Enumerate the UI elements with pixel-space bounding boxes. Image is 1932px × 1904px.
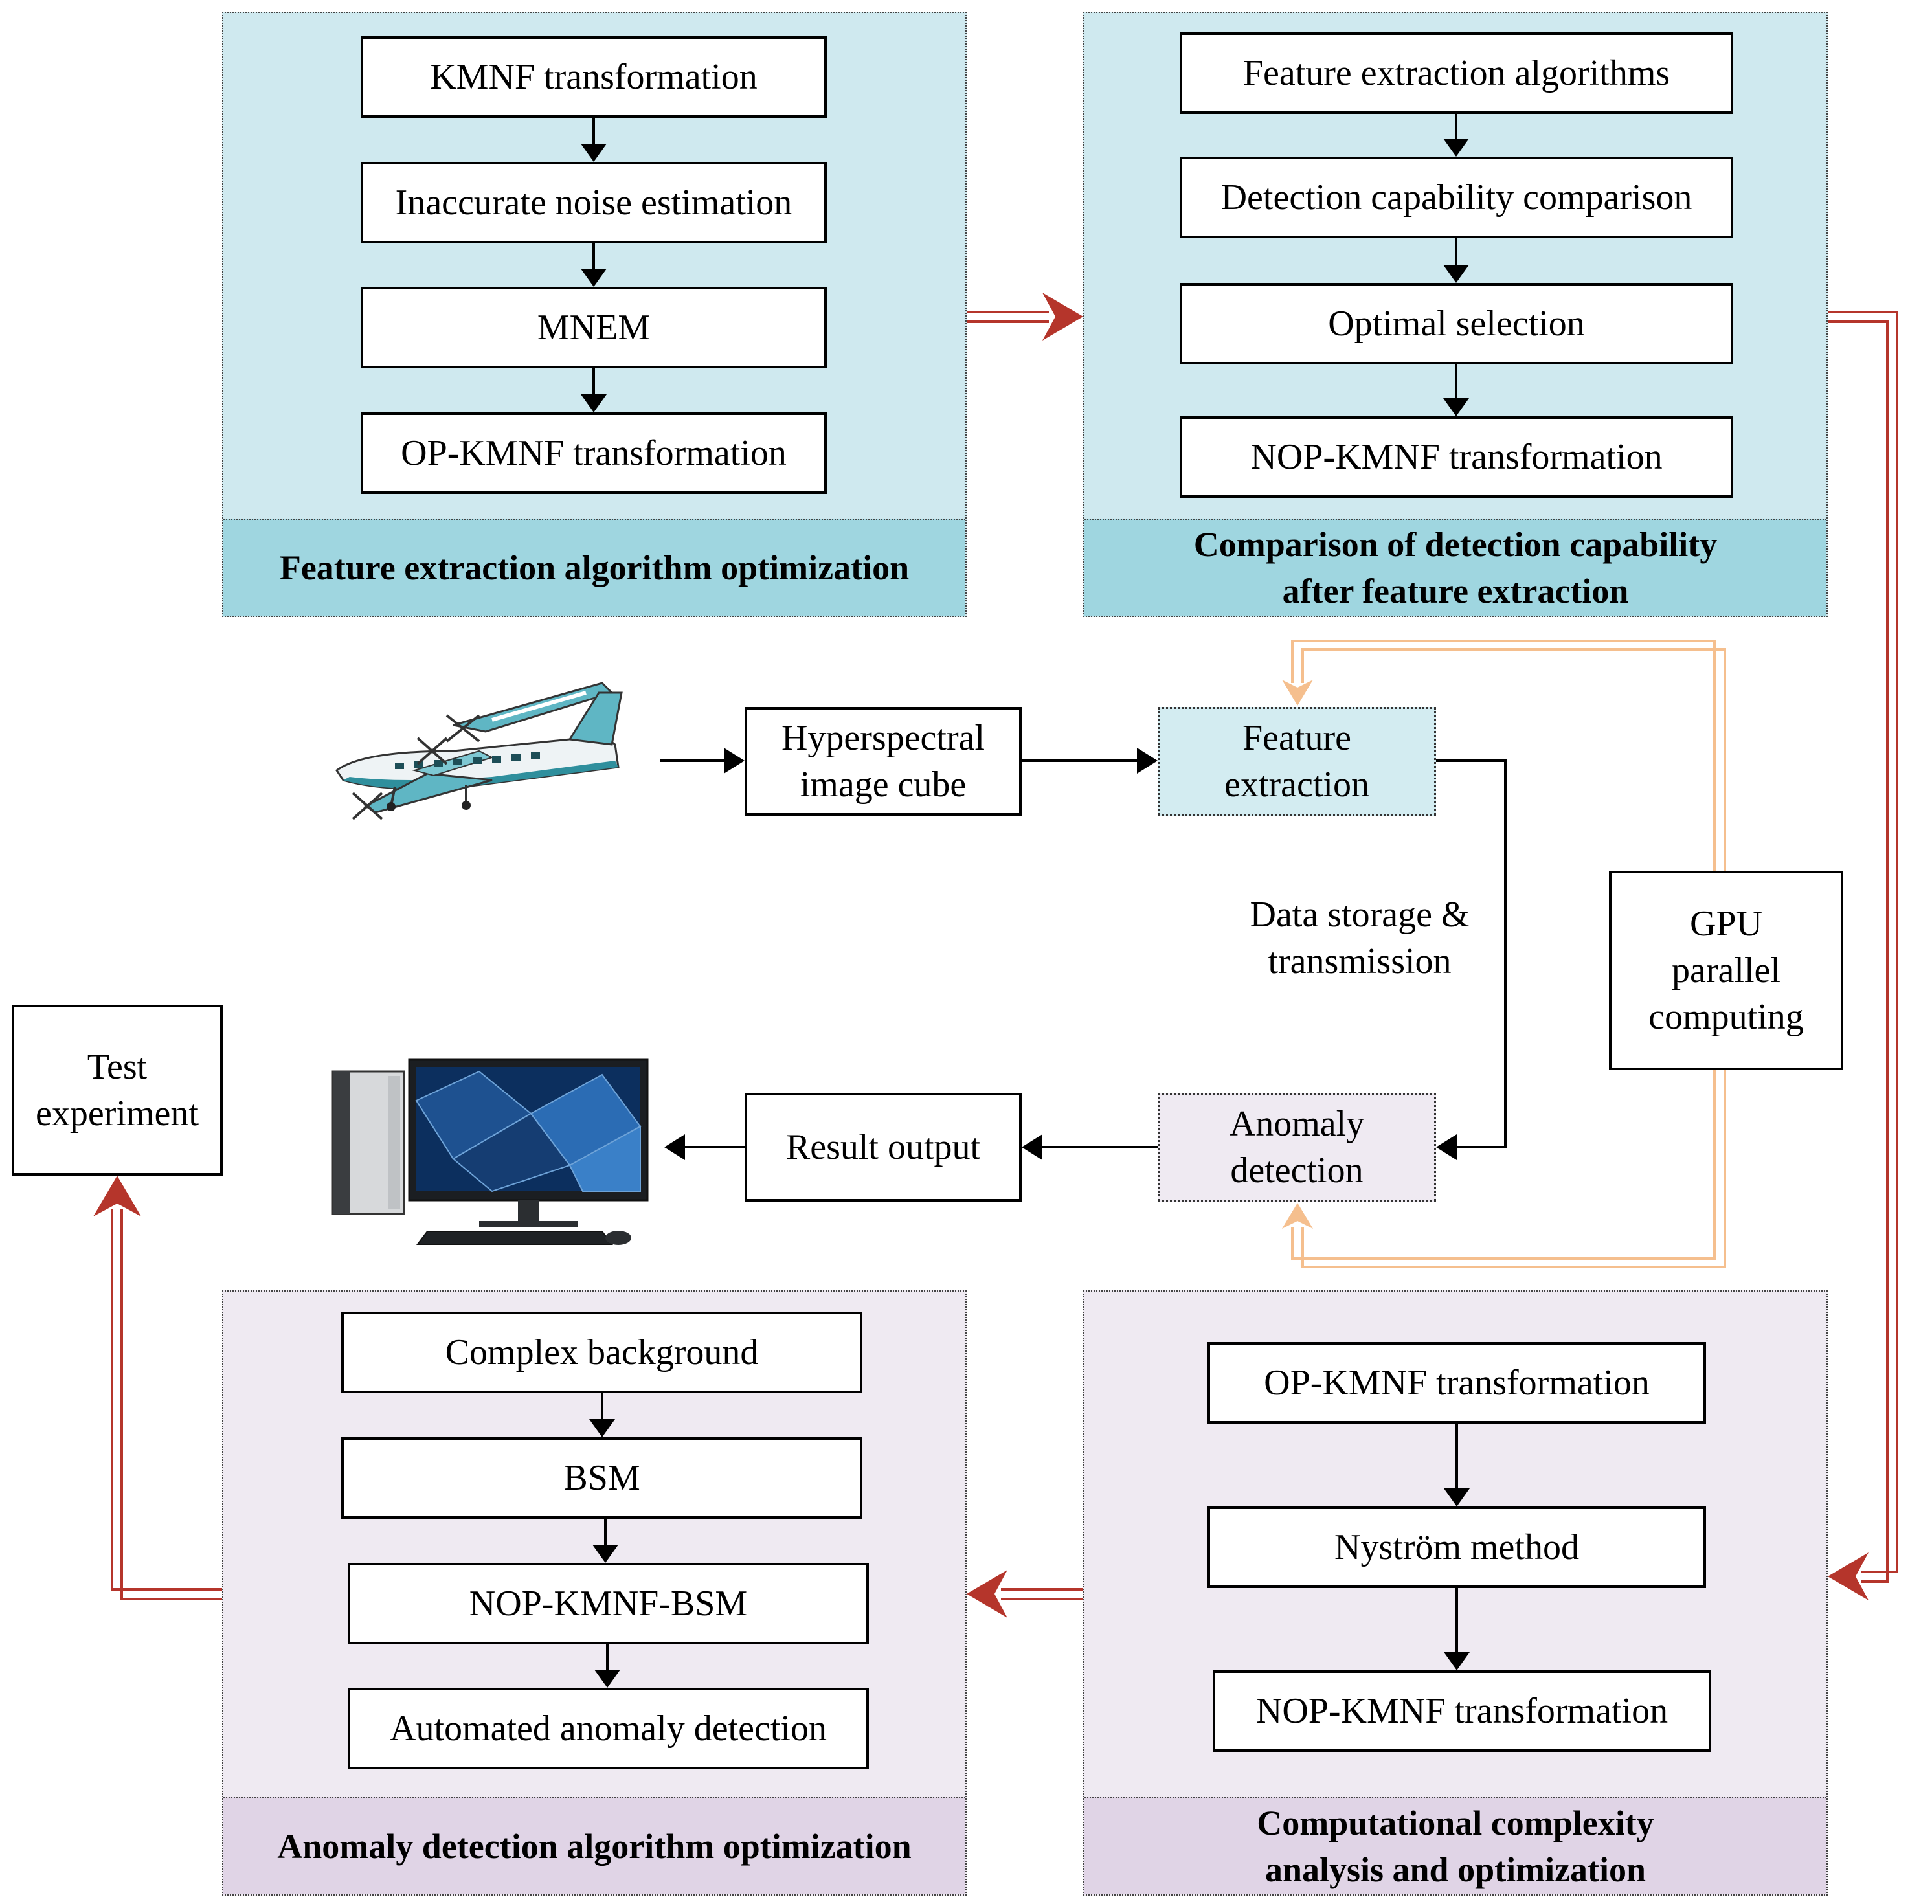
panel-title: Computational complexity analysis and op… xyxy=(1084,1797,1826,1894)
gpu-parallel-computing: GPU parallel computing xyxy=(1609,871,1843,1070)
panel-title: Anomaly detection algorithm optimization xyxy=(223,1797,965,1894)
step-nop-kmnf-transformation-2: NOP-KMNF transformation xyxy=(1213,1670,1711,1752)
hyperspectral-image-cube: Hyperspectral image cube xyxy=(745,707,1022,816)
panel-title: Feature extraction algorithm optimizatio… xyxy=(223,519,965,616)
step-op-kmnf-transformation-2: OP-KMNF transformation xyxy=(1208,1342,1706,1424)
anomaly-detection-node: Anomaly detection xyxy=(1158,1093,1436,1202)
step-arrows-feature-opt xyxy=(581,118,607,412)
step-complex-background: Complex background xyxy=(341,1312,862,1393)
desktop-computer-icon xyxy=(331,1058,649,1245)
panel-title: Comparison of detection capability after… xyxy=(1084,519,1826,616)
step-arrows-comparison xyxy=(1443,114,1469,416)
step-bsm: BSM xyxy=(341,1437,862,1519)
test-experiment: Test experiment xyxy=(12,1005,223,1176)
airplane-icon xyxy=(335,682,623,820)
step-arrows-complexity xyxy=(1444,1424,1470,1670)
feature-extraction-node: Feature extraction xyxy=(1158,707,1436,816)
red-flow-arrows xyxy=(93,293,1898,1618)
step-nop-kmnf-bsm: NOP-KMNF-BSM xyxy=(348,1563,869,1644)
result-output: Result output xyxy=(745,1093,1022,1202)
step-inaccurate-noise-estimation: Inaccurate noise estimation xyxy=(361,162,827,243)
step-op-kmnf-transformation: OP-KMNF transformation xyxy=(361,412,827,494)
step-mnem: MNEM xyxy=(361,287,827,368)
step-nop-kmnf-transformation: NOP-KMNF transformation xyxy=(1180,416,1733,498)
step-detection-capability-comparison: Detection capability comparison xyxy=(1180,157,1733,238)
data-storage-transmission-label: Data storage & transmission xyxy=(1250,895,1470,981)
step-automated-anomaly-detection: Automated anomaly detection xyxy=(348,1688,869,1769)
step-feature-extraction-algorithms: Feature extraction algorithms xyxy=(1180,32,1733,114)
step-optimal-selection: Optimal selection xyxy=(1180,283,1733,364)
gpu-connectors xyxy=(1282,640,1726,1268)
step-nystrom-method: Nyström method xyxy=(1208,1506,1706,1588)
step-arrows-anomaly-opt xyxy=(589,1393,620,1688)
step-kmnf-transformation: KMNF transformation xyxy=(361,36,827,118)
flow-arrows xyxy=(660,748,1507,1160)
